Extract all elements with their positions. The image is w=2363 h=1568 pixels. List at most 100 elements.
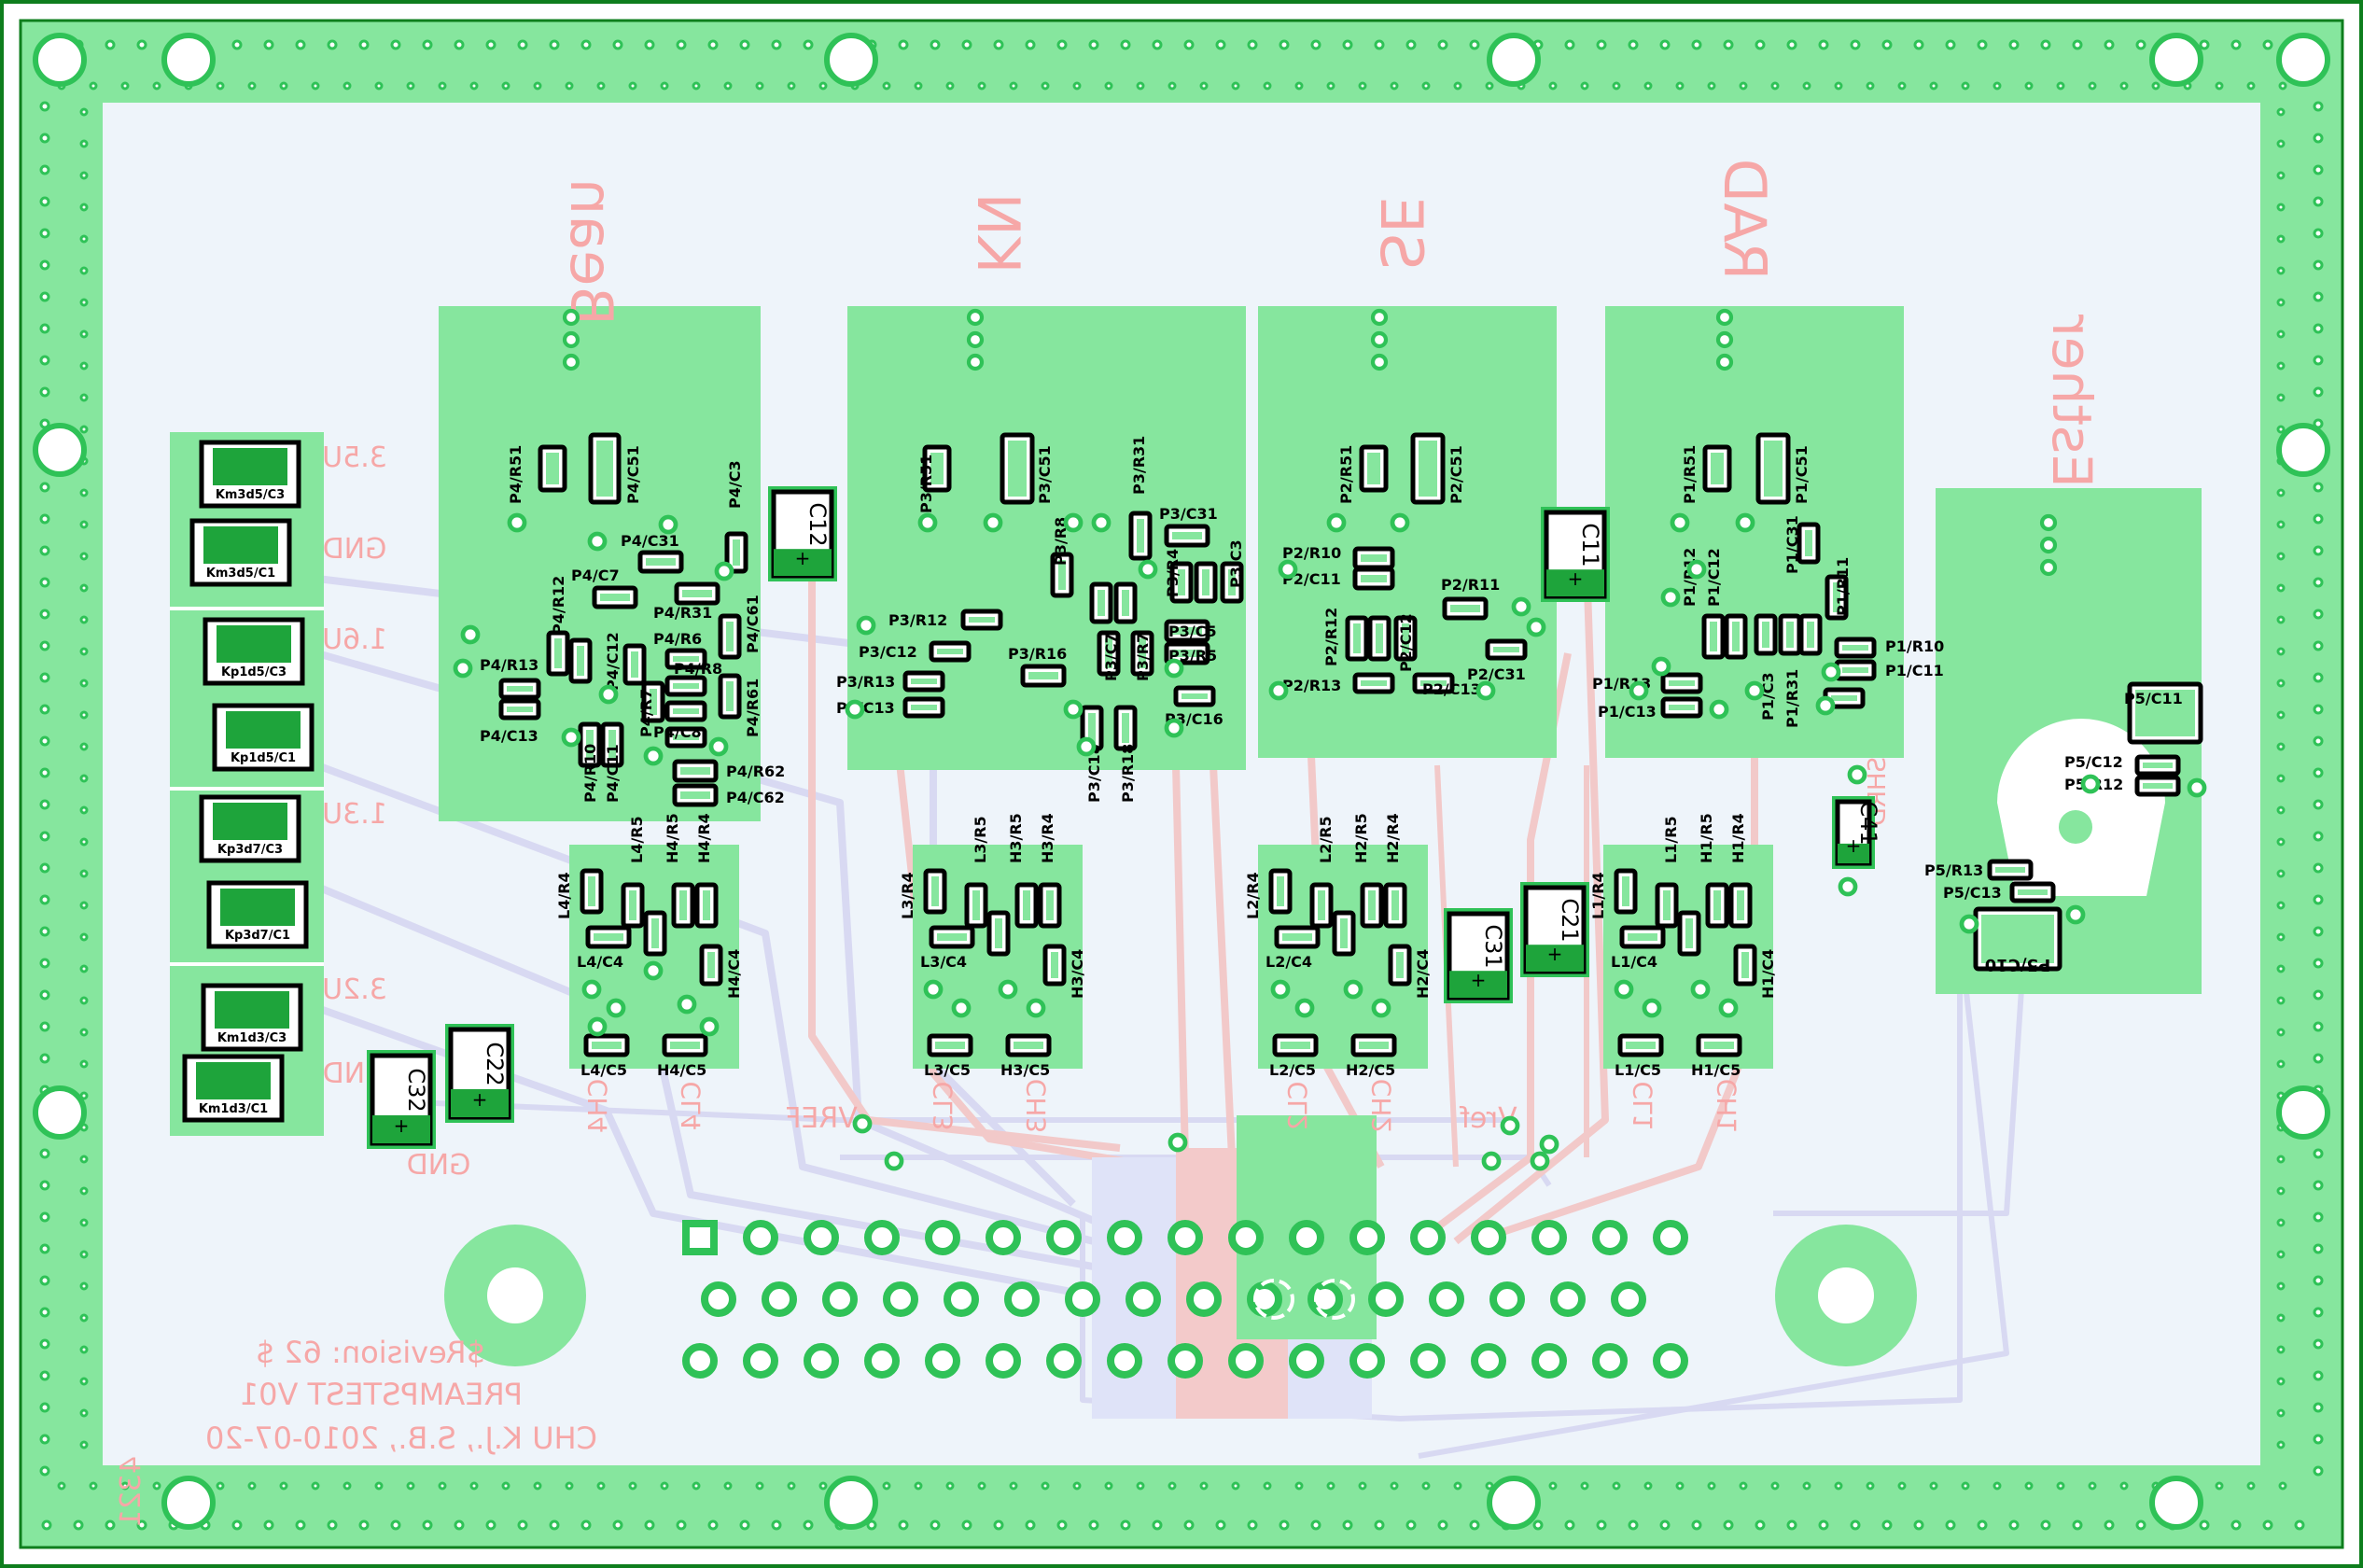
trace — [1209, 764, 1236, 1158]
part-label: L2/C4 — [1265, 953, 1312, 971]
connector-header — [682, 1220, 1688, 1379]
frame-via — [2276, 234, 2286, 244]
part-label: P1/C11 — [1885, 662, 1944, 679]
g — [498, 678, 541, 700]
connector-pin — [762, 1281, 797, 1317]
zone-p2 — [1258, 306, 1557, 758]
via — [1138, 559, 1158, 580]
connector-pin — [1289, 1220, 1324, 1255]
frame-via — [1866, 81, 1875, 91]
part-label: P4/R10 — [581, 744, 599, 803]
part-label: P4/R31 — [653, 604, 712, 622]
frame-via — [2313, 1243, 2324, 1254]
input-via — [2039, 558, 2058, 577]
frame-via — [39, 735, 50, 747]
frame-via — [660, 81, 669, 91]
g — [674, 581, 720, 606]
frame-via — [1850, 39, 1861, 50]
frame-via — [2313, 1211, 2324, 1223]
frame-via — [1786, 39, 1797, 50]
frame-via — [723, 1481, 733, 1491]
frame-via — [39, 1338, 50, 1350]
frame-via — [882, 1481, 891, 1491]
connector-pin — [1489, 1281, 1525, 1317]
mirror-label: 3.2U — [322, 973, 387, 1006]
g — [1359, 444, 1389, 493]
frame-via — [39, 704, 50, 715]
via — [1735, 512, 1755, 533]
frame-via — [2313, 926, 2324, 937]
via — [708, 736, 729, 757]
frame-via — [1199, 81, 1209, 91]
frame-via — [247, 1481, 257, 1491]
frame-via — [2276, 615, 2286, 624]
frame-via — [39, 101, 50, 112]
frame-via — [1612, 81, 1621, 91]
part-label: P4/R13 — [480, 656, 538, 674]
input-via — [1715, 330, 1734, 349]
via — [1847, 764, 1867, 785]
frame-via — [1675, 81, 1685, 91]
frame-via — [2278, 81, 2287, 91]
connector-pin — [1004, 1281, 1040, 1317]
frame-via — [263, 1519, 274, 1531]
frame-via — [39, 323, 50, 334]
frame-via — [2276, 552, 2286, 561]
frame-via — [79, 1186, 89, 1196]
frame-via — [2313, 862, 2324, 874]
g — [2127, 681, 2203, 745]
frame-via — [79, 583, 89, 593]
part-label: P2/C13 — [1422, 680, 1481, 698]
tant-C41: C41+ — [1832, 796, 1881, 869]
frame-via — [327, 1519, 338, 1531]
connector-pin — [1168, 1343, 1203, 1379]
frame-via — [1977, 1519, 1988, 1531]
part-label: P5/C11 — [2124, 690, 2183, 707]
tant-C32: C32+ — [367, 1050, 436, 1149]
connector-pin — [1168, 1220, 1203, 1255]
frame-via — [2313, 735, 2324, 747]
via — [1821, 662, 1841, 682]
frame-hole — [1487, 33, 1541, 87]
g — [672, 783, 719, 807]
via — [1838, 876, 1858, 897]
frame-via — [1374, 39, 1385, 50]
frame-via — [2119, 81, 2129, 91]
g — [1728, 882, 1753, 929]
frame-via — [2276, 520, 2286, 529]
chip-pad — [1669, 680, 1695, 686]
g — [588, 432, 622, 505]
tant-label: C21 — [1557, 898, 1583, 942]
frame-via — [79, 710, 89, 720]
tant-label: C32 — [403, 1068, 429, 1112]
left-cap-band — [217, 625, 291, 663]
frame-via — [1992, 81, 2002, 91]
tant-polarity: + — [1846, 834, 1862, 857]
g — [1097, 630, 1121, 677]
frame-via — [2313, 1434, 2324, 1445]
frame-via — [1707, 81, 1716, 91]
mounting-holes — [444, 1225, 1917, 1366]
mirror-label: CH2 — [1366, 1079, 1397, 1133]
connector-pin — [743, 1220, 778, 1255]
connector-pin — [925, 1343, 960, 1379]
tant-C31: C31+ — [1444, 908, 1513, 1003]
mirror-label: 1.6U — [322, 623, 387, 656]
frame-via — [1231, 81, 1240, 91]
chip-pad — [1391, 890, 1399, 920]
chip-pad — [937, 649, 963, 654]
frame-via — [549, 39, 560, 50]
chip-pad — [1710, 622, 1717, 651]
chip-pad — [1014, 1042, 1043, 1049]
frame-via — [39, 1307, 50, 1318]
frame-via — [1437, 1519, 1448, 1531]
via — [1390, 512, 1410, 533]
chip-pad — [1669, 705, 1695, 710]
g — [498, 698, 541, 721]
frame-via — [2276, 805, 2286, 815]
connector-pin — [682, 1343, 718, 1379]
g — [1755, 432, 1791, 505]
frame-via — [2276, 425, 2286, 434]
frame-via — [79, 1440, 89, 1449]
